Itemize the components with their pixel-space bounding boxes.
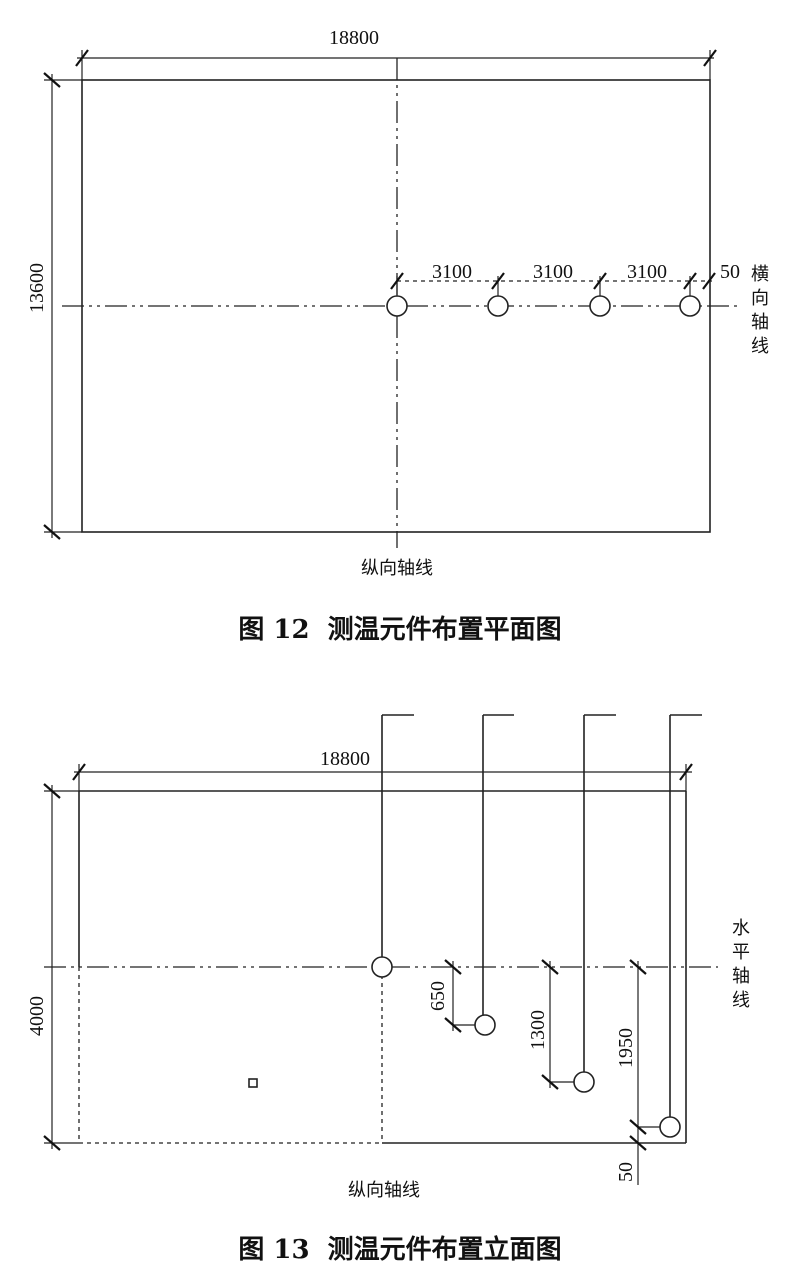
elev-sensor-3-tick-bottom [541, 1074, 559, 1090]
elev-horizontal-axis-char: 线 [732, 990, 750, 1011]
elev-small-marker [248, 1078, 258, 1088]
elev-sensor-4-tick-top [629, 959, 647, 975]
elev-depth-1-label: 650 [427, 981, 449, 1011]
elev-sensor-2 [474, 1014, 496, 1036]
elev-horizontal-axis-label: 水 平 轴 线 [732, 918, 750, 1011]
plan-length-tick-right [703, 49, 717, 67]
plan-spacing-tick-2 [491, 272, 505, 290]
plan-width-tick-bottom [43, 524, 61, 540]
elev-height-tick-top [43, 783, 61, 799]
plan-sensor-1 [386, 295, 408, 317]
plan-spacing-tick-3 [593, 272, 607, 290]
plan-view: 18800 13600 3100 3100 3100 50 横 [26, 27, 769, 645]
plan-edge-label: 50 [720, 261, 740, 283]
plan-length-label: 18800 [329, 27, 379, 49]
plan-spacing-1-label: 3100 [432, 261, 472, 283]
plan-spacing-3-label: 3100 [627, 261, 667, 283]
plan-spacing-tick-4 [683, 272, 697, 290]
plan-spacing-tick-5 [702, 272, 716, 290]
elev-sensor-1 [371, 956, 393, 978]
plan-transverse-axis-char: 轴 [751, 312, 769, 333]
plan-sensor-3 [589, 295, 611, 317]
elev-length-label: 18800 [320, 748, 370, 770]
elev-sensor-2-tick-bottom [444, 1017, 462, 1033]
elev-sensor-4 [659, 1116, 681, 1138]
elev-longitudinal-axis-label: 纵向轴线 [348, 1180, 420, 1201]
elev-length-tick-left [72, 763, 86, 781]
plan-sensor-4 [679, 295, 701, 317]
elevation-view: 18800 4000 650 1300 [26, 714, 750, 1265]
elev-depth-3-label: 1950 [615, 1028, 637, 1068]
plan-width-tick-top [43, 72, 61, 88]
plan-transverse-axis-label: 横 向 轴 线 [751, 264, 769, 357]
elev-horizontal-axis-char: 轴 [732, 966, 750, 987]
plan-transverse-axis-char: 向 [751, 288, 769, 309]
plan-transverse-axis-char: 线 [751, 336, 769, 357]
elev-sensor-2-tick-top [444, 959, 462, 975]
plan-width-label: 13600 [26, 263, 48, 313]
elev-length-tick-right [679, 763, 693, 781]
plan-caption: 图 12 测温元件布置平面图 [238, 615, 561, 645]
elev-depth-2-label: 1300 [527, 1010, 549, 1050]
elev-height-tick-bottom [43, 1135, 61, 1151]
plan-longitudinal-axis-label: 纵向轴线 [361, 558, 433, 579]
elev-height-label: 4000 [26, 996, 48, 1036]
elev-sensor-3 [573, 1071, 595, 1093]
plan-spacing-tick-1 [390, 272, 404, 290]
plan-spacing-2-label: 3100 [533, 261, 573, 283]
plan-sensor-2 [487, 295, 509, 317]
elev-horizontal-axis-char: 平 [732, 942, 750, 963]
elevation-caption: 图 13 测温元件布置立面图 [238, 1234, 561, 1265]
elev-sensor-4-tick-bottom [629, 1135, 647, 1151]
elev-horizontal-axis-char: 水 [732, 918, 750, 939]
plan-transverse-axis-char: 横 [751, 264, 769, 285]
elev-sensor-4-tick-mid [629, 1119, 647, 1135]
plan-length-tick-left [75, 49, 89, 67]
elev-edge-label: 50 [615, 1162, 637, 1182]
elev-sensor-3-tick-top [541, 959, 559, 975]
